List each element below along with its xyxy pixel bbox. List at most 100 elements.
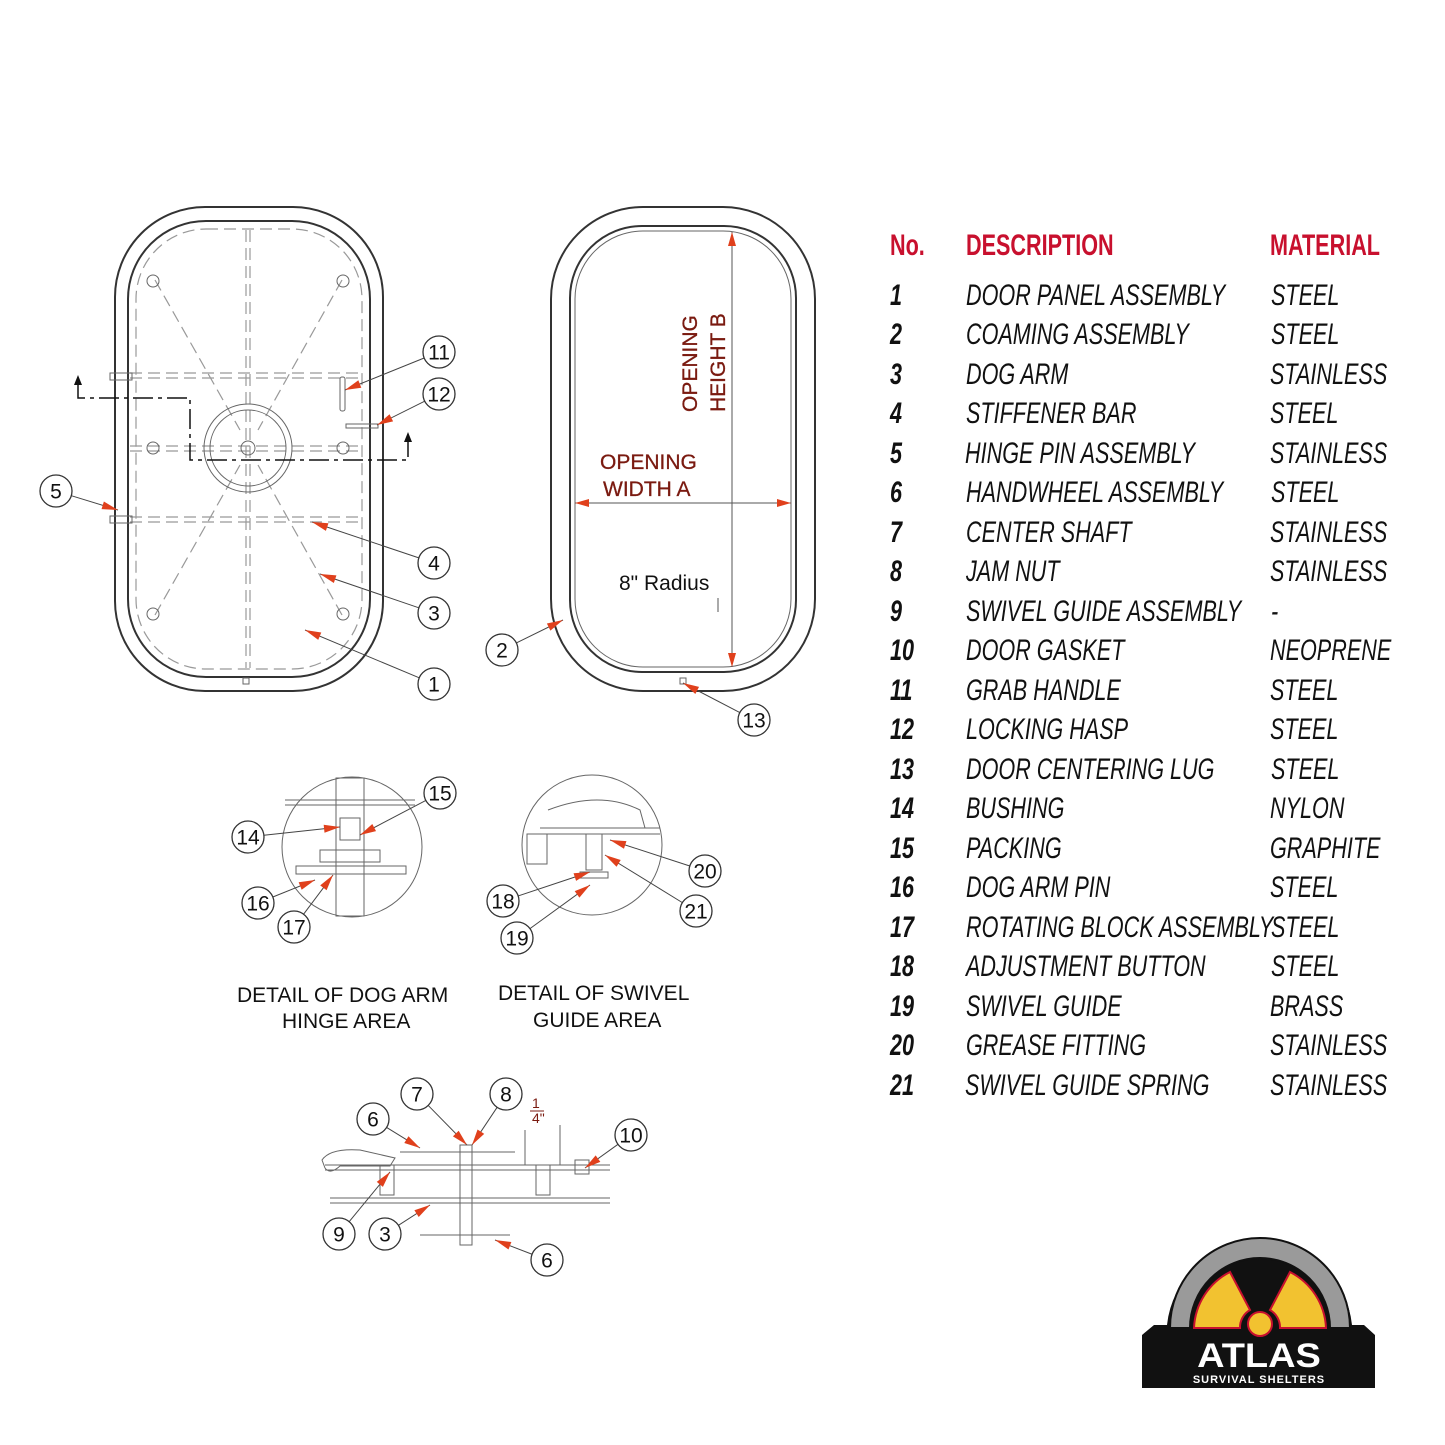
part-material: NEOPRENE bbox=[1270, 634, 1392, 668]
part-material: STAINLESS bbox=[1270, 436, 1388, 470]
coaming-view: OPENING HEIGHT B OPENING WIDTH A 8" Radi… bbox=[550, 206, 816, 692]
callout-2: 2 bbox=[485, 619, 564, 667]
part-number: 17 bbox=[890, 910, 915, 944]
part-material: BRASS bbox=[1270, 989, 1344, 1023]
detail-swivel-title-2: GUIDE AREA bbox=[533, 1009, 661, 1032]
part-material: STEEL bbox=[1270, 476, 1340, 510]
part-number: 3 bbox=[890, 357, 903, 391]
header-material: MATERIAL bbox=[1270, 229, 1380, 262]
part-description: DOOR CENTERING LUG bbox=[965, 752, 1215, 786]
part-material: STEEL bbox=[1270, 752, 1340, 786]
callout-15: 15 bbox=[359, 776, 457, 836]
callout-number: 1 bbox=[428, 674, 440, 697]
part-description: GRAB HANDLE bbox=[965, 673, 1121, 707]
gap-fraction-den: 4" bbox=[532, 1110, 545, 1126]
callout-number: 14 bbox=[236, 827, 260, 850]
callout-1: 1 bbox=[304, 629, 451, 701]
arrowhead-icon bbox=[345, 380, 362, 390]
opening-width-label-2: WIDTH A bbox=[603, 478, 691, 501]
header-description: DESCRIPTION bbox=[965, 229, 1114, 262]
arrowhead-icon bbox=[312, 522, 329, 531]
arrowhead-icon bbox=[298, 880, 315, 890]
part-description: ADJUSTMENT BUTTON bbox=[965, 950, 1206, 984]
part-description: BUSHING bbox=[965, 792, 1065, 826]
callout-6: 6 bbox=[356, 1102, 421, 1149]
arrowhead-icon bbox=[376, 1172, 390, 1187]
detail-swivel-guide: DETAIL OF SWIVEL GUIDE AREA bbox=[498, 774, 689, 1032]
part-material: STAINLESS bbox=[1270, 1029, 1388, 1063]
table-row: 11 GRAB HANDLE STEEL bbox=[890, 671, 1410, 711]
atlas-logo: ATLAS SURVIVAL SHELTERS bbox=[1142, 1237, 1375, 1388]
part-description: SWIVEL GUIDE bbox=[965, 989, 1122, 1023]
arrowhead-icon bbox=[683, 683, 700, 694]
arrowhead-icon bbox=[305, 630, 322, 640]
part-description: DOOR PANEL ASSEMBLY bbox=[965, 278, 1225, 312]
callout-4: 4 bbox=[311, 521, 451, 580]
table-row: 19 SWIVEL GUIDE BRASS bbox=[890, 987, 1410, 1027]
handwheel bbox=[203, 403, 293, 493]
part-number: 5 bbox=[890, 436, 903, 470]
callout-number: 16 bbox=[246, 893, 269, 916]
callout-18: 18 bbox=[486, 871, 591, 918]
part-material: STEEL bbox=[1270, 397, 1339, 431]
callout-number: 21 bbox=[684, 901, 707, 924]
arrowhead-icon bbox=[414, 1205, 430, 1218]
part-number: 10 bbox=[890, 634, 915, 668]
callout-number: 2 bbox=[496, 640, 508, 663]
part-number: 15 bbox=[890, 831, 915, 865]
callout-13: 13 bbox=[682, 682, 771, 737]
leader-line bbox=[311, 521, 419, 559]
section-view: 1 4" bbox=[321, 1095, 610, 1246]
arrowhead-icon bbox=[320, 875, 333, 891]
part-material: STEEL bbox=[1270, 318, 1340, 352]
callout-number: 12 bbox=[427, 384, 450, 407]
callout-11: 11 bbox=[344, 335, 456, 391]
callout-16: 16 bbox=[241, 879, 316, 920]
part-description: STIFFENER BAR bbox=[965, 397, 1137, 431]
arrowhead-icon bbox=[360, 824, 377, 835]
callout-7: 7 bbox=[400, 1077, 468, 1146]
part-number: 11 bbox=[890, 673, 913, 707]
header-no: No. bbox=[890, 229, 925, 262]
part-description: CENTER SHAFT bbox=[965, 515, 1132, 549]
door-front-view bbox=[74, 206, 412, 692]
parts-table: No. DESCRIPTION MATERIAL 1 DOOR PANEL ASS… bbox=[890, 226, 1410, 1106]
arrowhead-icon bbox=[320, 574, 337, 583]
table-row: 3 DOG ARM STAINLESS bbox=[890, 355, 1410, 395]
callout-9: 9 bbox=[322, 1171, 391, 1251]
part-description: DOG ARM bbox=[965, 357, 1069, 391]
part-number: 2 bbox=[890, 318, 903, 352]
part-number: 1 bbox=[890, 278, 903, 312]
callout-number: 20 bbox=[693, 861, 716, 884]
part-number: 16 bbox=[890, 871, 915, 905]
part-description: DOOR GASKET bbox=[965, 634, 1125, 668]
callout-3: 3 bbox=[319, 573, 451, 630]
part-number: 21 bbox=[890, 1068, 915, 1102]
part-number: 19 bbox=[890, 989, 915, 1023]
arrowhead-icon bbox=[605, 855, 621, 867]
part-description: SWIVEL GUIDE ASSEMBLY bbox=[965, 594, 1241, 628]
callout-number: 19 bbox=[505, 928, 528, 951]
arrowhead-icon bbox=[472, 1129, 485, 1145]
part-material: STEEL bbox=[1270, 673, 1339, 707]
arrowhead-icon bbox=[574, 885, 590, 898]
gap-fraction-num: 1 bbox=[532, 1095, 540, 1111]
callout-number: 18 bbox=[491, 891, 514, 914]
callout-number: 7 bbox=[411, 1084, 423, 1107]
part-number: 9 bbox=[890, 594, 903, 628]
opening-width-label-1: OPENING bbox=[600, 451, 697, 474]
callout-number: 17 bbox=[282, 917, 305, 940]
callout-5: 5 bbox=[39, 474, 119, 511]
arrowhead-icon bbox=[573, 872, 590, 881]
part-material: STAINLESS bbox=[1270, 357, 1388, 391]
